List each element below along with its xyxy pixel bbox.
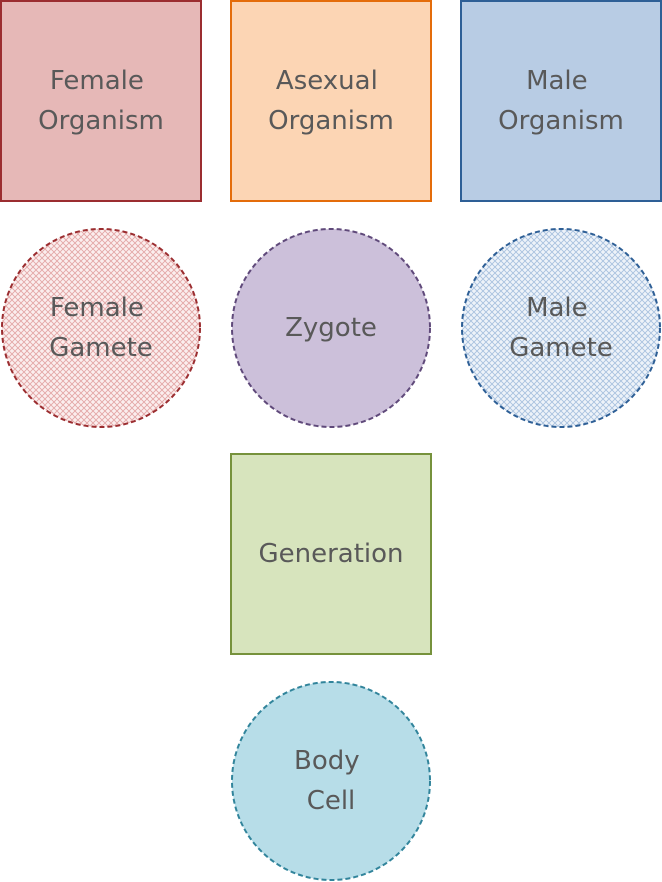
female-organism-label-line-2: Organism (38, 106, 164, 136)
asexual-organism-label-line-2: Organism (268, 106, 394, 136)
male-organism-box (460, 0, 662, 202)
svg-text:Body Cell: Body Cell (294, 746, 368, 816)
zygote-label: Zygote (285, 313, 377, 343)
svg-text:Male Organism: Male Organism (498, 66, 624, 136)
body-cell-label-line-2: Cell (307, 786, 356, 816)
male-gamete-label-line-1: Male (526, 293, 588, 323)
asexual-organism-box (230, 0, 432, 202)
male-organism-node[interactable]: Male Organism (460, 0, 662, 202)
zygote-node[interactable]: Zygote (231, 228, 431, 428)
generation-node[interactable]: Generation (230, 453, 432, 655)
female-gamete-label-line-2: Gamete (49, 333, 153, 363)
zygote-circle (231, 228, 431, 428)
male-organism-label-line-1: Male (526, 66, 588, 96)
female-gamete-node[interactable]: Female Gamete (1, 228, 201, 428)
svg-text:Female Gamete: Female Gamete (49, 293, 153, 363)
female-organism-label-line-1: Female (50, 66, 144, 96)
asexual-organism-node[interactable]: Asexual Organism (230, 0, 432, 202)
male-gamete-node[interactable]: Male Gamete (461, 228, 661, 428)
svg-text:Generation: Generation (258, 539, 403, 569)
svg-text:Zygote: Zygote (285, 313, 377, 343)
female-gamete-label-line-1: Female (50, 293, 144, 323)
male-organism-label-line-2: Organism (498, 106, 624, 136)
svg-text:Female Organism: Female Organism (38, 66, 164, 136)
female-organism-box (0, 0, 202, 202)
generation-label: Generation (258, 539, 403, 569)
svg-text:Asexual Organism: Asexual Organism (268, 66, 394, 136)
asexual-organism-label-line-1: Asexual (276, 66, 378, 96)
body-cell-label-line-1: Body (294, 746, 360, 776)
body-cell-node[interactable]: Body Cell (231, 681, 431, 881)
male-gamete-circle (461, 228, 661, 428)
male-gamete-label-line-2: Gamete (509, 333, 613, 363)
female-organism-node[interactable]: Female Organism (0, 0, 202, 202)
svg-text:Male Gamete: Male Gamete (509, 293, 613, 363)
generation-box (230, 453, 432, 655)
body-cell-circle (231, 681, 431, 881)
female-gamete-circle (1, 228, 201, 428)
